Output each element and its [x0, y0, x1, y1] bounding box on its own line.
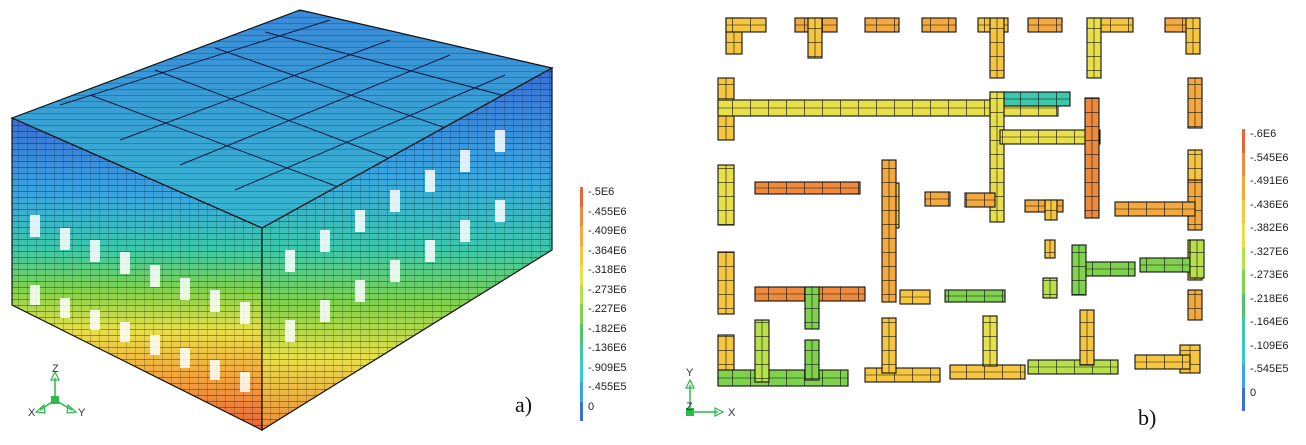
- panel-a-label: a): [515, 392, 533, 417]
- a-legend-swatch: [580, 343, 583, 363]
- panel-b-label: b): [1138, 405, 1157, 430]
- b-legend-label: -.382E6: [1250, 222, 1289, 234]
- legend-a: -.5E6 -.455E6 -.409E6 -.364E6 -.318E6 -.273E6…: [580, 185, 650, 425]
- axis-y-label: Y: [78, 407, 86, 419]
- b-legend-label: -.6E6: [1250, 128, 1277, 140]
- axis-triad-b: Y Z X: [685, 367, 736, 419]
- b-legend-label: -.545E6: [1250, 151, 1289, 164]
- a-legend-label: -.182E6: [588, 322, 627, 335]
- b-legend-swatch: [1242, 340, 1245, 364]
- b-legend-swatch: [1242, 317, 1245, 341]
- b-legend-label: -.436E6: [1250, 198, 1289, 211]
- b-legend-swatch: [1242, 364, 1245, 388]
- panel-a-3d-model: Z X Y -.5E6-.455E6-.409E6-.364E6-.318E6-…: [0, 0, 650, 445]
- a-legend-swatch: [580, 226, 583, 246]
- b-legend-label: -.273E6: [1250, 269, 1289, 281]
- axis-b-x-label: X: [728, 407, 736, 419]
- b-legend-swatch: [1242, 293, 1245, 317]
- b-legend-label: -.164E6: [1250, 316, 1289, 328]
- a-legend-swatch: [580, 206, 583, 226]
- a-legend-label: 0: [588, 400, 595, 413]
- a-legend-swatch: [580, 284, 583, 304]
- a-legend-swatch: [580, 382, 583, 402]
- b-legend-swatch: [1242, 176, 1245, 200]
- panel-b-plan-view: Y Z X -.6E6-.545E6-.491E6-.436E6-.382E6-…: [660, 0, 1306, 445]
- a-legend-label: -.409E6: [588, 225, 627, 237]
- b-legend-label: -.218E6: [1250, 292, 1289, 305]
- axis-triad-a: Z X Y: [28, 363, 86, 419]
- a-legend-swatch: [580, 187, 583, 207]
- b-legend-label: -.109E6: [1250, 339, 1289, 352]
- a-legend-swatch: [580, 323, 583, 343]
- a-legend-swatch: [580, 362, 583, 382]
- front-openings: [30, 215, 250, 392]
- a-legend-label: -.455E6: [588, 205, 627, 218]
- axis-z-label: Z: [52, 363, 59, 375]
- a-legend-label: -.136E6: [588, 342, 627, 354]
- a-legend-swatch: [580, 304, 583, 324]
- b-legend-swatch: [1242, 223, 1245, 247]
- b-legend-label: -.491E6: [1250, 175, 1289, 187]
- axis-b-z-label: Z: [686, 401, 693, 413]
- a-legend-label: -.909E5: [588, 361, 627, 374]
- legend-b: -.6E6 -.545E6 -.491E6 -.436E6 -.382E6 -.327E6…: [1242, 127, 1306, 417]
- plan-walls: [717, 17, 1205, 387]
- a-legend-label: -.364E6: [588, 244, 627, 257]
- a-legend-label: -.455E5: [588, 381, 627, 393]
- a-legend-label: -.273E6: [588, 283, 627, 296]
- a-legend-label: -.227E6: [588, 303, 627, 315]
- b-legend-swatch: [1242, 199, 1245, 223]
- axis-x-label: X: [28, 407, 36, 419]
- b-legend-label: -.327E6: [1250, 245, 1289, 258]
- a-legend-label: -.318E6: [588, 264, 627, 276]
- b-legend-swatch: [1242, 246, 1245, 270]
- axis-b-y-label: Y: [686, 367, 694, 379]
- side-openings: [285, 130, 505, 342]
- b-legend-swatch: [1242, 129, 1245, 153]
- a-legend-swatch: [580, 245, 583, 265]
- b-legend-swatch: [1242, 152, 1245, 176]
- a-legend-swatch: [580, 401, 583, 421]
- b-legend-swatch: [1242, 270, 1245, 294]
- a-legend-label: -.5E6: [588, 186, 615, 198]
- b-legend-label: -.545E5: [1250, 363, 1289, 375]
- building-3d-svg: Z X Y: [10, 9, 554, 432]
- plan-svg: Y Z X: [685, 17, 1205, 419]
- a-legend-swatch: [580, 265, 583, 285]
- b-legend-label: 0: [1250, 386, 1257, 399]
- b-legend-swatch: [1242, 387, 1245, 411]
